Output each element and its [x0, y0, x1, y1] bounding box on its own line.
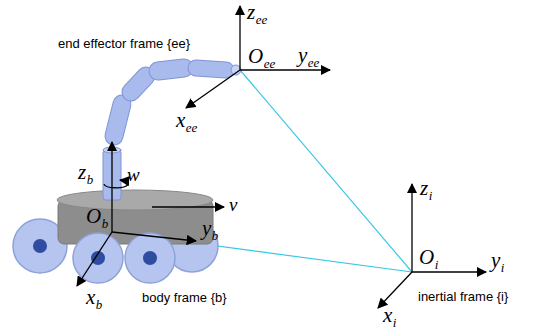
axis-label: z — [247, 2, 255, 23]
axis-subscript: i — [501, 261, 505, 274]
axis-label: x — [86, 287, 95, 308]
origin-subscript: b — [102, 217, 109, 230]
axis-subscript: ee — [186, 121, 198, 134]
axis-subscript: b — [212, 229, 219, 242]
mobile-base — [57, 190, 213, 244]
axis-subscript: b — [87, 173, 94, 186]
axis-subscript: ee — [256, 13, 268, 26]
robot-arm — [103, 65, 241, 200]
velocity-label: v — [229, 195, 237, 214]
inertial-frame-label: inertial frame {i} — [418, 290, 508, 303]
wheel — [73, 233, 175, 283]
frame-label: body frame {b} — [142, 291, 227, 304]
coordinate-axes — [77, 142, 224, 286]
coordinate-axes — [186, 6, 330, 108]
axis-subscript: i — [429, 189, 433, 202]
origin-label: O — [419, 247, 434, 268]
axis-label: y — [202, 218, 211, 239]
axis-label: y — [298, 45, 307, 66]
frame-label: end effector frame {ee} — [58, 37, 190, 50]
axis-subscript: ee — [308, 56, 320, 69]
position-line — [240, 70, 412, 272]
origin-subscript: i — [435, 258, 439, 271]
axis-label: y — [491, 250, 500, 271]
angular-velocity-label: w — [127, 165, 140, 184]
origin-label: O — [86, 206, 101, 227]
axis-label: x — [176, 110, 185, 131]
axis-subscript: b — [96, 298, 103, 311]
axis-subscript: i — [393, 316, 397, 329]
axis-label: z — [420, 178, 428, 199]
origin-label: O — [248, 46, 263, 67]
axis-label: x — [383, 305, 392, 326]
axis-label: z — [78, 162, 86, 183]
origin-subscript: ee — [264, 57, 276, 70]
